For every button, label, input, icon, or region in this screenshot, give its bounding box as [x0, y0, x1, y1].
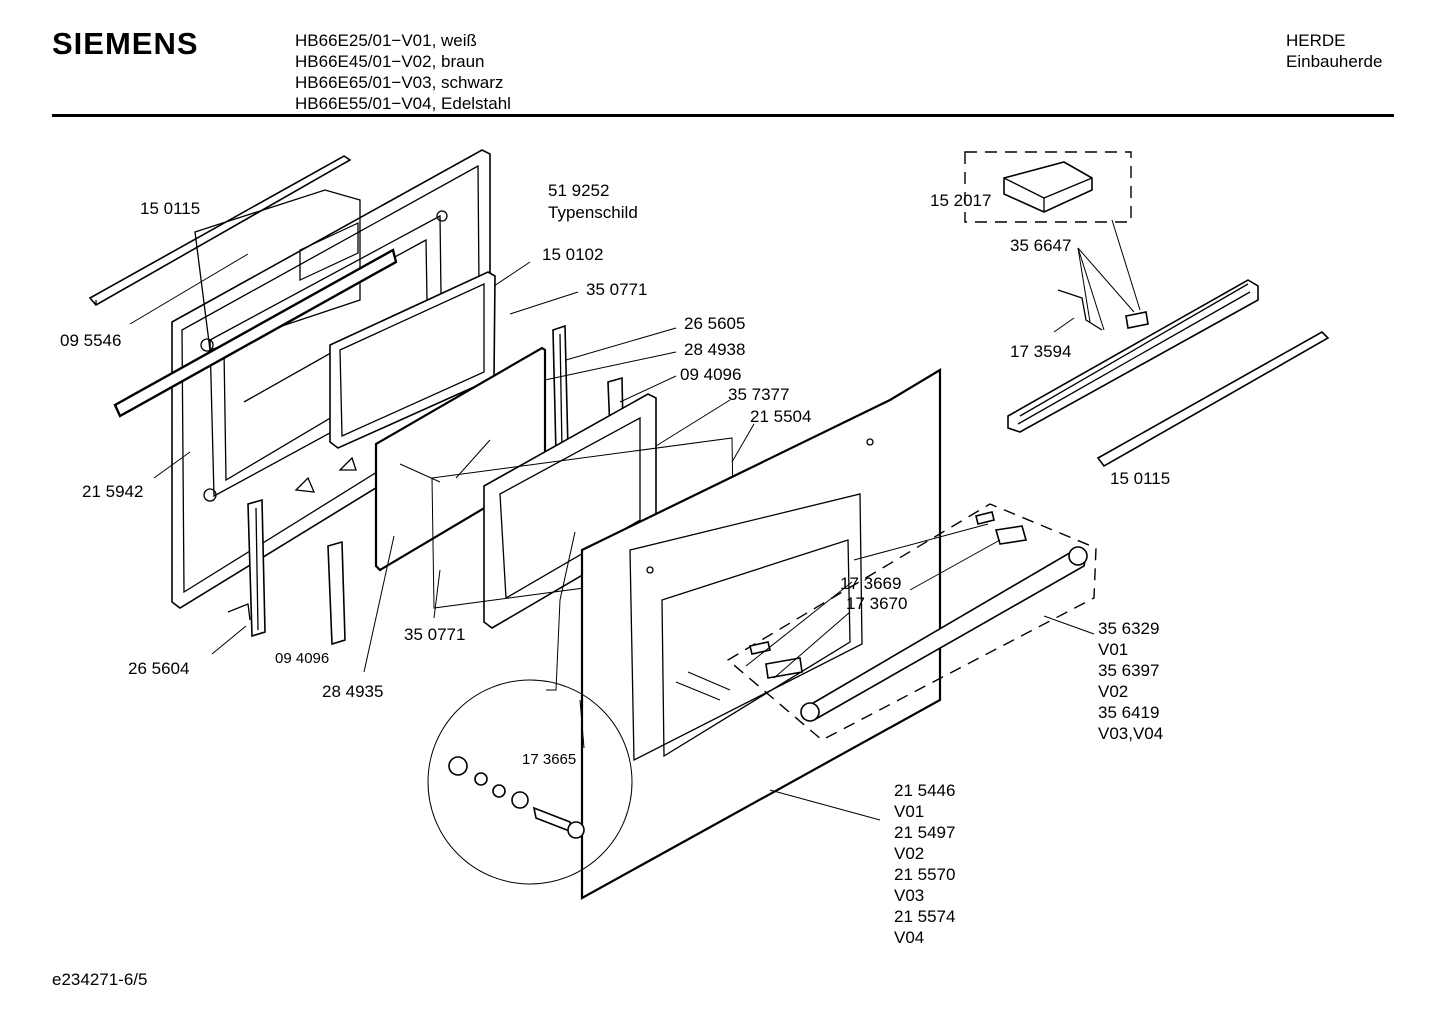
label-door-variant: V01	[894, 802, 924, 821]
label-215504: 21 5504	[750, 407, 811, 426]
label-door-part: 21 5570	[894, 865, 955, 884]
label-handle-variant: V03,V04	[1098, 724, 1163, 743]
label-284935: 28 4935	[322, 682, 383, 701]
label-356647: 35 6647	[1010, 236, 1071, 255]
label-door-variant: V03	[894, 886, 924, 905]
model-line: HB66E25/01−V01, weiß	[295, 31, 477, 50]
label-handle-variant: V01	[1098, 640, 1128, 659]
label-173669: 17 3669	[840, 574, 901, 593]
model-line: HB66E65/01−V03, schwarz	[295, 73, 504, 92]
outer-door-glass	[580, 368, 942, 900]
seal-strip-top-left	[88, 155, 352, 307]
label-door-part: 21 5446	[894, 781, 955, 800]
header-divider	[52, 114, 1394, 117]
label-door-variant: V04	[894, 928, 924, 947]
seal-strip-right	[1096, 331, 1330, 468]
screw-detail-circle	[427, 531, 633, 885]
hinge-left	[227, 498, 266, 638]
label-150102: 15 0102	[542, 245, 603, 264]
document-id: e234271-6/5	[52, 970, 148, 989]
handle-assembly	[726, 503, 1097, 741]
door-rail	[1007, 279, 1259, 433]
label-094096-left: 09 4096	[275, 650, 329, 667]
label-door-variant: V02	[894, 844, 924, 863]
profile-bar	[113, 248, 398, 418]
category-block: HERDE Einbauherde	[1286, 30, 1382, 72]
label-095546: 09 5546	[60, 331, 121, 350]
label-152017: 15 2017	[930, 191, 991, 210]
label-handle-part: 35 6397	[1098, 661, 1159, 680]
label-handle-part: 35 6329	[1098, 619, 1159, 638]
category-subtitle: Einbauherde	[1286, 52, 1383, 71]
label-173670: 17 3670	[846, 594, 907, 613]
label-handle-part: 35 6419	[1098, 703, 1159, 722]
brand-logo: SIEMENS	[52, 26, 199, 61]
label-150115-right: 15 0115	[1110, 469, 1170, 488]
label-265604: 26 5604	[128, 659, 189, 678]
label-215942: 21 5942	[82, 482, 143, 501]
label-150115-top: 15 0115	[140, 199, 200, 218]
model-line: HB66E55/01−V04, Edelstahl	[295, 94, 511, 113]
model-line: HB66E45/01−V02, braun	[295, 52, 485, 71]
filter-box-detail	[964, 151, 1132, 223]
model-list: HB66E25/01−V01, weiß HB66E45/01−V02, bra…	[295, 30, 511, 114]
label-284938: 28 4938	[684, 340, 745, 359]
hinge-right	[552, 324, 569, 456]
part-labels: 15 0115 51 9252 Typenschild 15 0102 35 0…	[60, 181, 1170, 947]
label-350771-top: 35 0771	[586, 280, 647, 299]
label-handle-variant: V02	[1098, 682, 1128, 701]
clip-left	[327, 540, 346, 646]
label-door-part: 21 5574	[894, 907, 955, 926]
label-265605: 26 5605	[684, 314, 745, 333]
label-typenschild: Typenschild	[548, 203, 638, 222]
label-door-part: 21 5497	[894, 823, 955, 842]
label-350771-bottom: 35 0771	[404, 625, 465, 644]
leader-lines	[129, 219, 1141, 821]
category-title: HERDE	[1286, 31, 1346, 50]
label-357377: 35 7377	[728, 385, 789, 404]
label-173665: 17 3665	[522, 751, 576, 768]
label-094096-right: 09 4096	[680, 365, 741, 384]
label-519252: 51 9252	[548, 181, 609, 200]
label-173594: 17 3594	[1010, 342, 1071, 361]
